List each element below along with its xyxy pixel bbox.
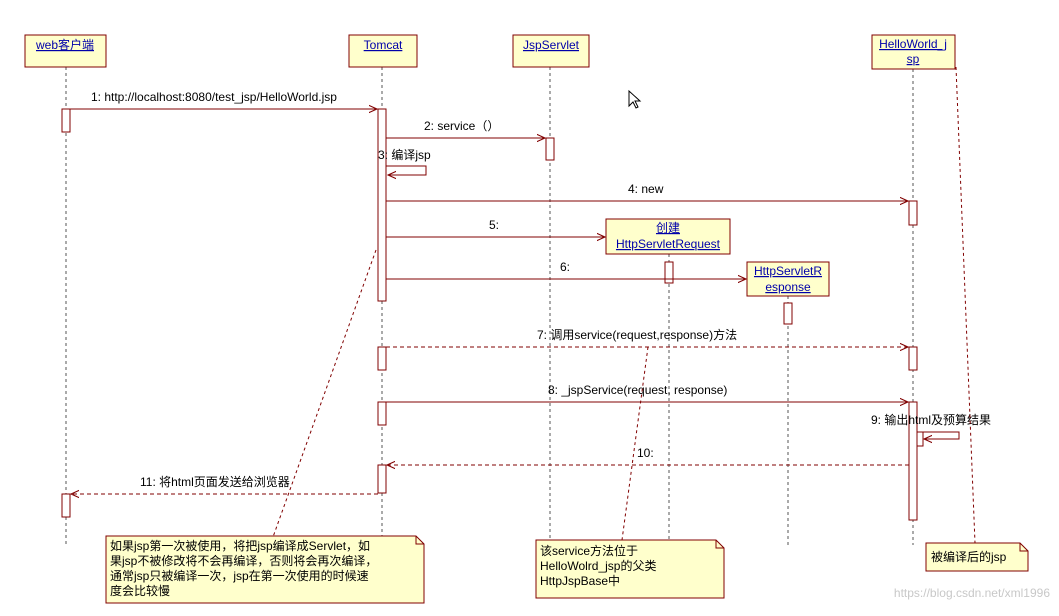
svg-text:11: 将html页面发送给浏览器: 11: 将html页面发送给浏览器 [140,474,290,489]
note-3-connector [955,66,976,544]
participant-helloworld-jsp: HelloWorld_j sp [871,34,956,70]
svg-text:HelloWorld_j: HelloWorld_j [879,37,947,51]
activation-helloworld-2 [908,346,918,371]
message-5: 5: [386,218,605,237]
participant-tomcat: Tomcat [348,34,418,68]
svg-text:5:: 5: [489,218,499,232]
mouse-cursor-icon [628,89,642,109]
message-6: 6: [386,260,746,279]
activation-web-client-1 [61,108,71,133]
activation-request [664,261,674,284]
activation-helloworld-1 [908,200,918,226]
svg-text:9: 输出html及预算结果: 9: 输出html及预算结果 [871,412,991,427]
message-9: 9: 输出html及预算结果 [871,412,991,439]
note-tomcat-compile: 如果jsp第一次被使用，将把jsp编译成Servlet，如 果jsp不被修改将不… [105,535,425,604]
message-7: 7: 调用service(request,response)方法 [386,327,908,347]
svg-text:3: 编译jsp: 3: 编译jsp [378,147,431,162]
svg-text:该service方法位于: 该service方法位于 [540,543,638,558]
watermark: https://blog.csdn.net/xml1996 [894,586,1050,600]
message-1: 1: http://localhost:8080/test_jsp/HelloW… [70,90,377,109]
activation-jspservlet [545,137,555,161]
message-8: 8: _jspService(request, response) [386,383,908,402]
svg-text:esponse: esponse [765,280,811,294]
svg-text:果jsp不被修改将不会再编译，否则将会再次编译，: 果jsp不被修改将不会再编译，否则将会再次编译， [110,553,377,568]
activation-response [783,302,793,325]
note-2-connector [621,346,649,541]
svg-text:HttpServletRequest: HttpServletRequest [616,237,721,251]
svg-text:4: new: 4: new [628,182,664,196]
message-10: 10: [387,446,909,465]
svg-text:1: http://localhost:8080/test_: 1: http://localhost:8080/test_jsp/HelloW… [91,90,337,104]
activation-tomcat-2 [377,346,387,371]
activation-tomcat-3 [377,401,387,426]
message-3: 3: 编译jsp [378,147,431,175]
activation-helloworld-3 [908,401,918,521]
svg-text:如果jsp第一次被使用，将把jsp编译成Servlet，如: 如果jsp第一次被使用，将把jsp编译成Servlet，如 [110,538,370,553]
svg-text:2: service（）: 2: service（） [424,119,499,133]
note-1-connector [272,249,377,538]
svg-text:被编译后的jsp: 被编译后的jsp [931,549,1007,564]
note-service-method: 该service方法位于 HelloWolrd_jsp的父类 HttpJspBa… [535,539,725,599]
note-compiled-jsp: 被编译后的jsp [925,542,1029,572]
svg-text:HttpJspBase中: HttpJspBase中 [540,573,620,588]
svg-text:JspServlet: JspServlet [523,38,580,52]
activation-tomcat-main [377,108,387,302]
svg-text:web客户端: web客户端 [35,37,94,52]
participant-web-client: web客户端 [24,34,107,68]
participant-jspservlet: JspServlet [512,34,590,68]
participant-http-servlet-request: 创建 HttpServletRequest [605,218,731,255]
svg-text:通常jsp只被编译一次，jsp在第一次使用的时候速: 通常jsp只被编译一次，jsp在第一次使用的时候速 [110,568,369,583]
svg-text:8: _jspService(request, respon: 8: _jspService(request, response) [548,383,727,397]
svg-text:创建: 创建 [656,221,680,235]
activation-web-client-2 [61,493,71,518]
message-4: 4: new [386,182,908,201]
svg-text:度会比较慢: 度会比较慢 [110,583,170,598]
svg-text:Tomcat: Tomcat [364,38,403,52]
svg-text:7: 调用service(request,response): 7: 调用service(request,response)方法 [537,327,737,342]
svg-text:10:: 10: [637,446,654,460]
message-11: 11: 将html页面发送给浏览器 [71,474,378,494]
activation-helloworld-self [916,431,924,447]
svg-text:HttpServletR: HttpServletR [754,264,822,278]
participant-http-servlet-response: HttpServletR esponse [746,261,830,297]
svg-text:HelloWolrd_jsp的父类: HelloWolrd_jsp的父类 [540,558,656,573]
activation-tomcat-4 [377,464,387,494]
svg-text:6:: 6: [560,260,570,274]
message-2: 2: service（） [386,119,545,138]
svg-text:sp: sp [907,52,920,66]
